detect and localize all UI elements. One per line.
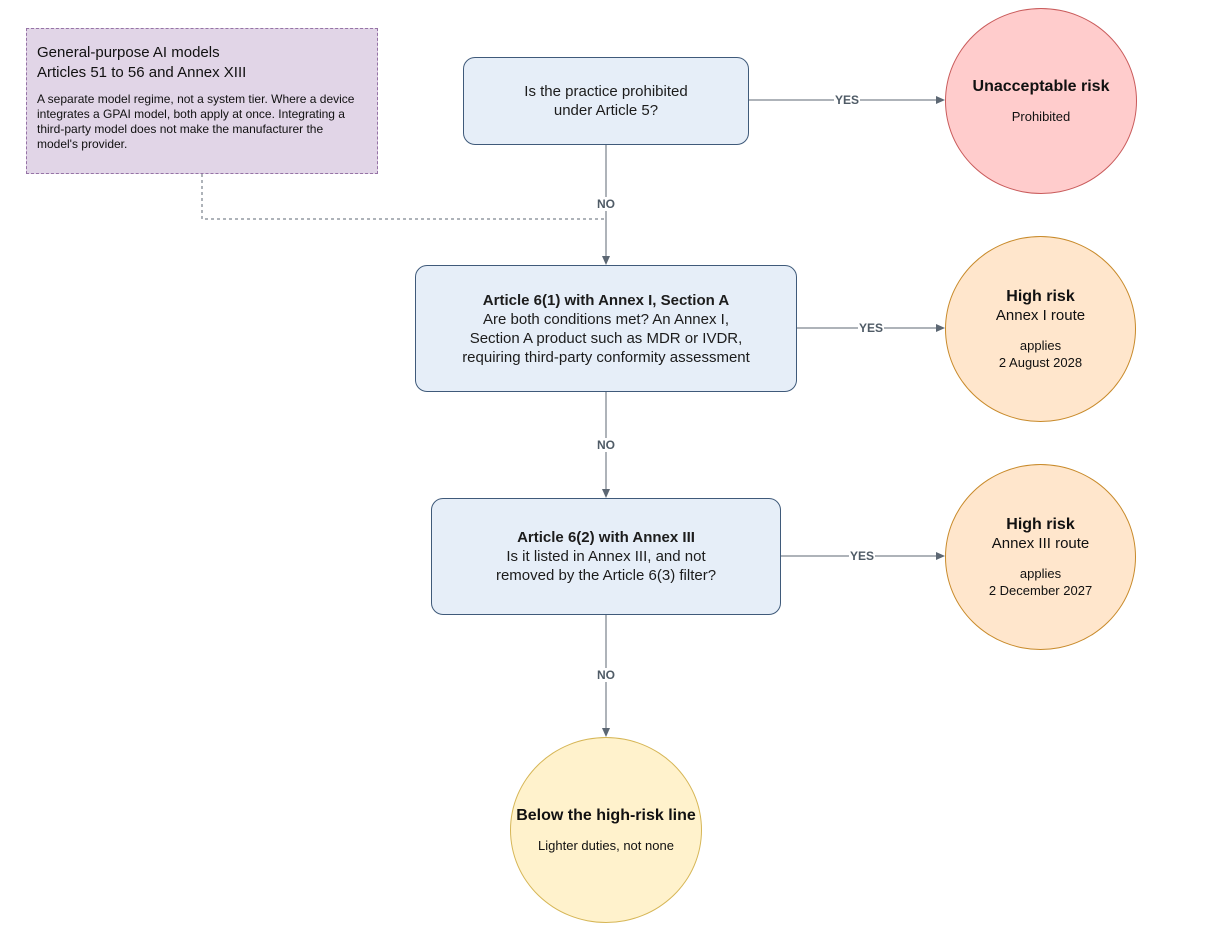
outcome-high3-applies: applies: [1019, 566, 1062, 581]
outcome-high-risk-annex-3: High risk Annex III route applies 2 Dece…: [945, 464, 1136, 650]
gpai-note: General-purpose AI models Articles 51 to…: [26, 28, 378, 174]
outcome-high3-date: 2 December 2027: [988, 583, 1093, 598]
note-link-connector: [201, 174, 607, 264]
outcome-high3-route: Annex III route: [991, 535, 1090, 552]
gpai-note-subtitle: Articles 51 to 56 and Annex XIII: [37, 64, 247, 81]
outcome-unacceptable-sub: Prohibited: [1011, 109, 1071, 124]
outcome-high1-applies: applies: [1019, 338, 1062, 353]
gpai-note-body: A separate model regime, not a system ti…: [37, 92, 355, 151]
question-article-6-2-title: Article 6(2) with Annex III: [517, 529, 695, 546]
question-article-5: Is the practice prohibited under Article…: [463, 57, 749, 145]
outcome-below-high-risk: Below the high-risk line Lighter duties,…: [510, 737, 702, 923]
outcome-unacceptable-risk: Unacceptable risk Prohibited: [945, 8, 1137, 194]
q3-no-label: NO: [596, 668, 616, 682]
question-article-6-2-line2: removed by the Article 6(3) filter?: [495, 567, 717, 584]
outcome-below-sub: Lighter duties, not none: [538, 838, 674, 853]
question-article-6-1-line2: Section A product such as MDR or IVDR,: [469, 329, 743, 347]
q1-no-label: NO: [596, 197, 616, 211]
question-article-6-1-title: Article 6(1) with Annex I, Section A: [482, 291, 730, 309]
question-article-5-line1: Is the practice prohibited: [524, 83, 688, 100]
q2-no-label: NO: [596, 438, 616, 452]
question-article-5-line2: under Article 5?: [553, 102, 659, 119]
question-article-6-2-line1: Is it listed in Annex III, and not: [506, 548, 706, 565]
question-article-6-1: Article 6(1) with Annex I, Section A Are…: [415, 265, 797, 392]
outcome-high1-route: Annex I route: [995, 307, 1086, 324]
q2-yes-label: YES: [857, 321, 885, 335]
gpai-note-title: General-purpose AI models: [37, 44, 220, 61]
outcome-high-risk-annex-1: High risk Annex I route applies 2 August…: [945, 236, 1136, 422]
q3-yes-label: YES: [848, 549, 876, 563]
outcome-high1-title: High risk: [1006, 288, 1075, 305]
question-article-6-1-line1: Are both conditions met? An Annex I,: [483, 310, 729, 328]
question-article-6-1-line3: requiring third-party conformity assessm…: [462, 348, 750, 366]
outcome-below-title: Below the high-risk line: [516, 807, 696, 824]
outcome-high3-title: High risk: [1006, 516, 1075, 533]
outcome-high1-date: 2 August 2028: [998, 355, 1083, 370]
outcome-unacceptable-title: Unacceptable risk: [972, 78, 1110, 95]
question-article-6-2: Article 6(2) with Annex III Is it listed…: [431, 498, 781, 615]
q1-yes-label: YES: [833, 93, 861, 107]
